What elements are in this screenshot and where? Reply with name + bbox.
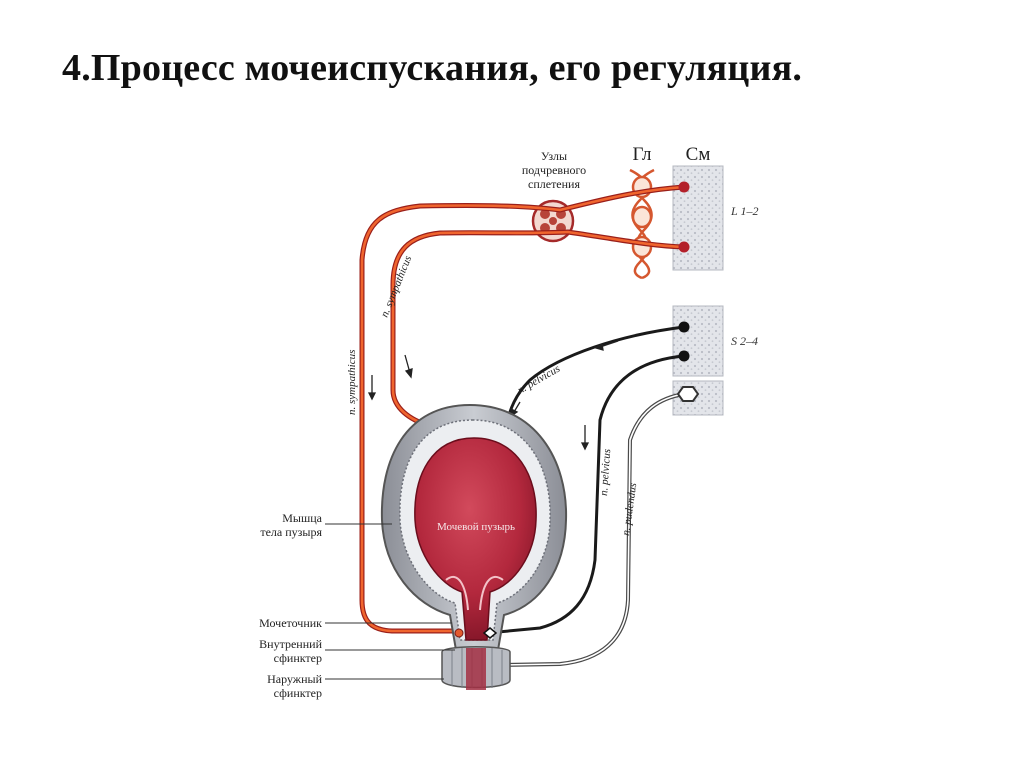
parasympathetic-nerves (496, 325, 686, 634)
ganglia-label-line3: сплетения (528, 177, 580, 191)
internal-sphincter (454, 627, 498, 639)
label-muscle-line2: тела пузыря (260, 525, 322, 539)
pudendal-nerve (498, 392, 686, 667)
segment-lumbar: L 1–2 (730, 204, 758, 218)
nerve-pelvicus-upper: n. pelvicus (516, 363, 563, 397)
ganglia-label-line1: Узлы (541, 149, 567, 163)
header-sm: См (686, 144, 711, 165)
neuron-body-sacral-lower (678, 350, 690, 362)
sympathetic-trunk-ganglia (629, 168, 655, 280)
bladder (380, 403, 568, 651)
nerve-pelvicus-lower: n. pelvicus (598, 448, 613, 496)
nerve-pudendus: n. pudendus (620, 482, 639, 536)
label-internal-line2: сфинктер (274, 651, 322, 665)
spinal-cord-sacral (672, 305, 724, 416)
segment-sacral: S 2–4 (731, 334, 758, 348)
slide-title: 4.Процесс мочеиспускания, его регуляция. (62, 47, 803, 89)
neuron-body-lumbar-lower (678, 241, 690, 253)
ganglia-label-line2: подчревного (522, 163, 586, 177)
external-sphincter (441, 646, 511, 690)
neuron-body-lumbar-upper (678, 181, 690, 193)
header-gl: Гл (632, 144, 652, 165)
label-muscle-line1: Мышца (282, 511, 322, 525)
direction-arrows (367, 340, 619, 451)
label-external-line2: сфинктер (274, 686, 322, 700)
sympathetic-nerves (359, 184, 687, 634)
label-external-line1: Наружный (267, 672, 322, 686)
spinal-cord-lumbar (672, 165, 724, 271)
label-ureter: Мочеточник (259, 616, 322, 630)
label-internal-line1: Внутренний (259, 637, 322, 651)
pudendal-neuron-body (676, 386, 700, 402)
nerve-sympathicus-left: n. sympathicus (346, 350, 358, 415)
neuron-body-sacral-upper (678, 321, 690, 333)
label-leader-lines (325, 523, 455, 680)
bladder-label: Мочевой пузырь (437, 521, 515, 533)
